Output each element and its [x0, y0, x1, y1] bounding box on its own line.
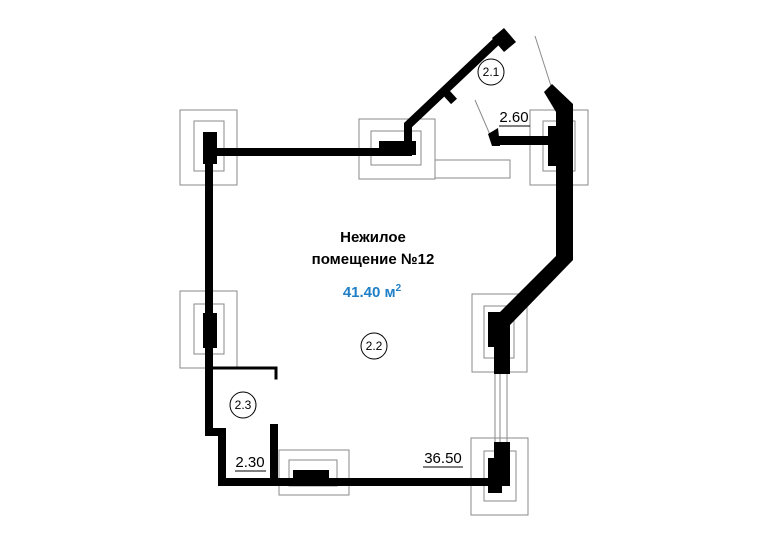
- walls: [203, 28, 573, 493]
- partition-2-3: [207, 366, 278, 380]
- svg-text:2.1: 2.1: [483, 65, 500, 79]
- room-id-2-3: 2.3: [229, 391, 257, 419]
- svg-text:2.60: 2.60: [499, 109, 528, 126]
- room-area-value: 41.40 м: [343, 284, 396, 301]
- room-name-line2: помещение №12: [312, 251, 435, 268]
- svg-text:2.2: 2.2: [366, 339, 383, 353]
- dimension-2-60: 2.60: [499, 109, 530, 127]
- room-area-unit-sup: 2: [396, 283, 402, 294]
- guide-lines: [434, 35, 552, 442]
- svg-text:36.50: 36.50: [424, 450, 462, 467]
- room-area: 41.40 м2: [343, 283, 402, 301]
- dimension-2-30: 2.30: [235, 454, 266, 472]
- svg-text:2.30: 2.30: [235, 454, 264, 471]
- svg-text:2.3: 2.3: [235, 398, 252, 412]
- dimension-36-50: 36.50: [423, 450, 463, 468]
- room-name-line1: Нежилое: [340, 229, 406, 246]
- room-id-2-2: 2.2: [360, 332, 388, 360]
- room-id-2-1: 2.1: [477, 58, 505, 86]
